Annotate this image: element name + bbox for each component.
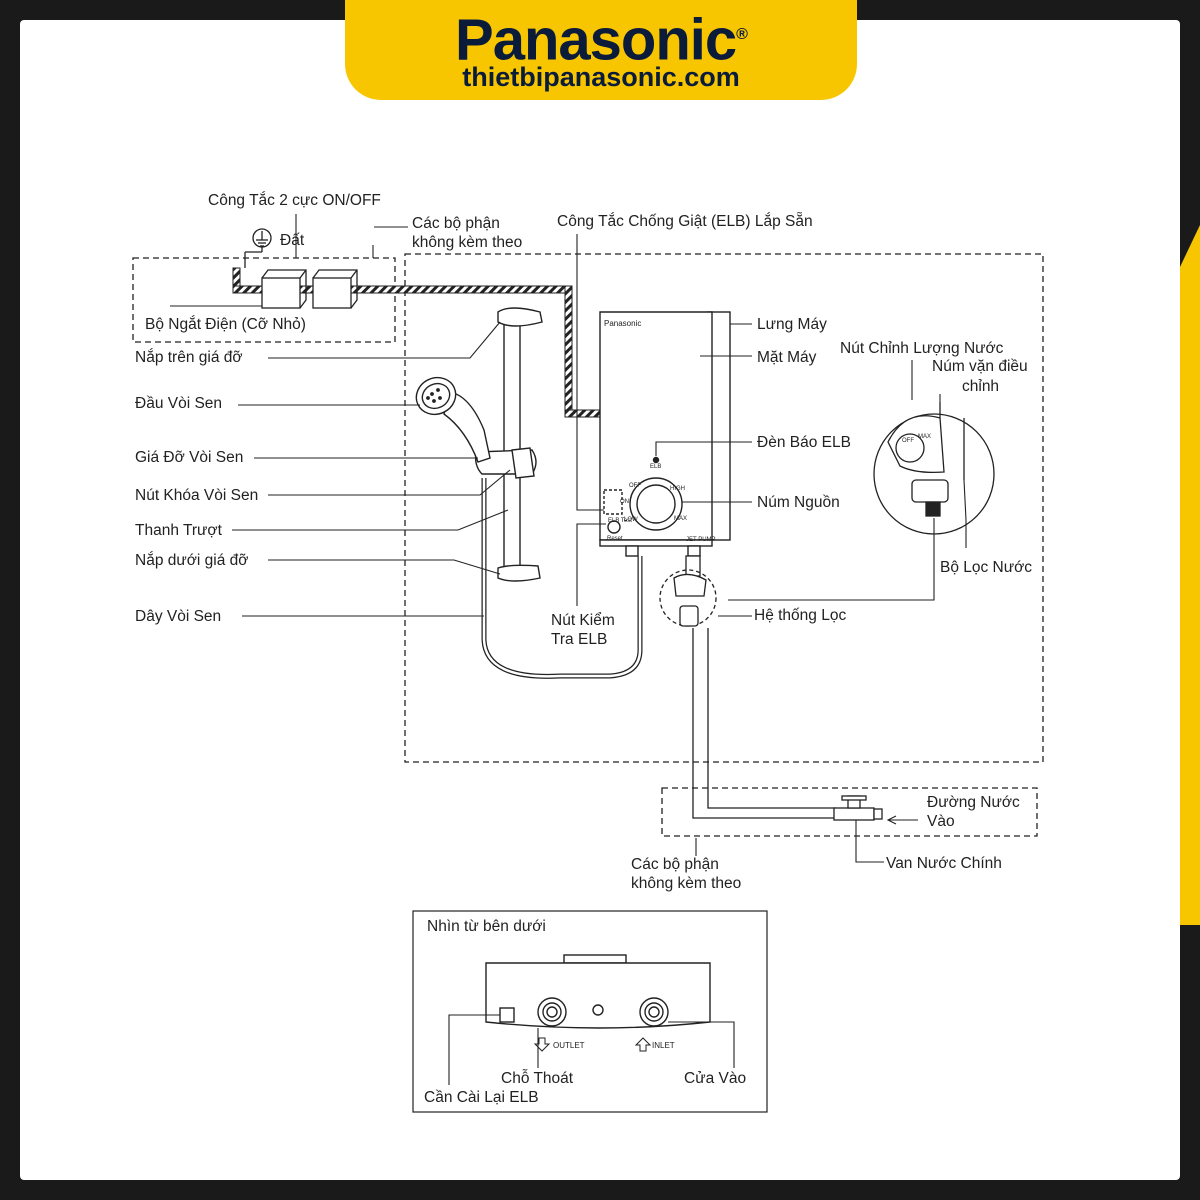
flow-max-mark: MAX	[918, 434, 931, 440]
power-cable	[232, 267, 602, 418]
inlet-port	[639, 997, 669, 1027]
main-valve[interactable]	[833, 807, 875, 821]
label-lock-button: Nút Khóa Vòi Sen	[135, 487, 258, 504]
ground-icon	[252, 228, 272, 248]
brand-logo-text: Panasonic	[455, 7, 737, 73]
label-water-in-2: Vào	[927, 813, 955, 830]
label-outlet: Chỗ Thoát	[501, 1070, 574, 1087]
label-slide-bar: Thanh Trượt	[135, 522, 223, 539]
label-flow-adjust: Nút Chỉnh Lượng Nước	[840, 340, 1004, 357]
label-switch-2pole: Công Tắc 2 cực ON/OFF	[208, 192, 381, 209]
elb-reset-lever[interactable]	[499, 1007, 515, 1023]
bottom-view-inset: Nhìn từ bên dưới OUTLET INLET	[412, 910, 768, 1113]
label-bottom-cap: Nắp dưới giá đỡ	[135, 552, 248, 569]
lock-button[interactable]	[511, 447, 535, 479]
label-main-valve: Van Nước Chính	[886, 855, 1002, 872]
label-elb-test-2: Tra ELB	[551, 631, 607, 648]
not-included-region-bottom	[661, 787, 1038, 837]
slide-bar	[503, 319, 521, 575]
label-parts-not-included-bottom-2: không kèm theo	[631, 875, 741, 892]
device-brand-mark: Panasonic	[604, 319, 641, 328]
not-included-region-top	[132, 257, 396, 343]
label-power-knob: Núm Nguồn	[757, 494, 840, 511]
label-back-cover: Lưng Máy	[757, 316, 827, 333]
label-shower-head: Đầu Vòi Sen	[135, 395, 222, 412]
label-elb-reset-lever: Cần Cài Lại ELB	[424, 1089, 539, 1106]
dial-low-mark: LOW	[624, 517, 638, 523]
label-top-cap: Nắp trên giá đỡ	[135, 349, 243, 366]
breaker-box	[261, 269, 307, 309]
label-water-in-1: Đường Nước	[927, 794, 1020, 811]
jet-pump-mark: JET PUMP	[686, 537, 716, 543]
flow-off-mark: OFF	[902, 438, 914, 444]
included-region	[404, 253, 1044, 763]
switch-box	[312, 269, 358, 309]
bottom-cap	[497, 564, 541, 582]
label-knob-1: Núm vặn điều	[932, 358, 1028, 375]
inset-title: Nhìn từ bên dưới	[427, 918, 546, 935]
label-parts-not-included-top-1: Các bộ phận	[412, 215, 500, 232]
dial-max-mark: MAX	[674, 516, 687, 522]
filter-system	[659, 555, 883, 821]
label-front-cover: Mặt Máy	[757, 349, 817, 366]
outlet-mark: OUTLET	[553, 1041, 585, 1050]
label-breaker: Bộ Ngắt Điện (Cỡ Nhỏ)	[145, 316, 306, 333]
dial-high-mark: HIGH	[670, 486, 685, 492]
label-ground: Đất	[280, 232, 305, 249]
inlet-arrow-icon	[634, 1037, 652, 1052]
label-elb-lamp: Đèn Báo ELB	[757, 434, 851, 451]
registered-mark: ®	[736, 26, 748, 43]
label-elb-builtin: Công Tắc Chống Giật (ELB) Lắp Sẵn	[557, 213, 813, 230]
label-water-filter: Bộ Lọc Nước	[940, 559, 1032, 576]
label-knob-2: chỉnh	[962, 378, 999, 395]
label-elb-test-1: Nút Kiểm	[551, 612, 615, 629]
dial-off-mark: OFF	[629, 483, 641, 489]
brand-header: Panasonic® thietbipanasonic.com	[345, 0, 857, 100]
reset-mark: Reset	[607, 536, 623, 542]
label-inlet: Cửa Vào	[684, 1070, 746, 1087]
website-link[interactable]: thietbipanasonic.com	[462, 62, 740, 92]
label-parts-not-included-bottom-1: Các bộ phận	[631, 856, 719, 873]
elb-test-button[interactable]	[607, 520, 621, 534]
label-filter-system: Hệ thống Lọc	[754, 607, 846, 624]
shower-handle	[443, 391, 491, 463]
shower-head	[415, 376, 457, 416]
inlet-mark: INLET	[652, 1041, 675, 1050]
filter-nut	[679, 605, 699, 627]
top-cap	[497, 307, 543, 327]
elb-test-mark: ELB Test	[608, 518, 632, 524]
brand-logo: Panasonic®	[345, 4, 857, 71]
water-heater-unit	[599, 311, 731, 557]
inlet-pipe	[692, 628, 836, 819]
outlet-port	[537, 997, 567, 1027]
elb-mark: ELB	[650, 464, 661, 470]
dial-on-mark: ON	[620, 499, 629, 505]
callout-labels: Công Tắc 2 cực ON/OFF Đất Các bộ phận kh…	[135, 192, 1032, 892]
filter-detail-zoom	[873, 402, 995, 535]
label-shower-holder: Giá Đỡ Vòi Sen	[135, 449, 243, 466]
label-parts-not-included-top-2: không kèm theo	[412, 234, 522, 251]
elb-lamp	[652, 456, 660, 464]
label-shower-hose: Dây Vòi Sen	[135, 608, 221, 625]
